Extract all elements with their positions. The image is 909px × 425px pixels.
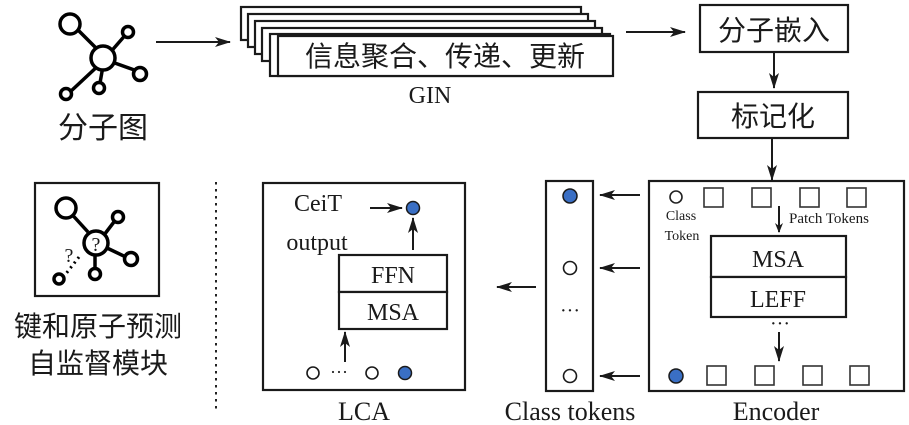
lca-ffn-box xyxy=(337,253,449,294)
masked-molecule-icon xyxy=(52,196,140,286)
encoder-label: Encoder xyxy=(733,397,820,425)
encoder-leff-label: LEFF xyxy=(750,287,806,313)
output-patch-token xyxy=(754,365,775,386)
masked-bond-question-mark: ? xyxy=(65,245,74,267)
output-patch-token xyxy=(802,365,823,386)
patch-token xyxy=(751,187,772,208)
patch-tokens-label: Patch Tokens xyxy=(789,211,869,227)
masked-atom-question-mark: ? xyxy=(92,234,101,256)
class-token-filled xyxy=(562,188,578,204)
class-token-empty xyxy=(562,260,578,276)
lca-output-label-1: CeiT xyxy=(294,191,342,217)
class-tokens-ellipsis: ··· xyxy=(560,300,580,322)
class-tokens-label: Class tokens xyxy=(505,397,636,425)
gin-box-text: 信息聚合、传递、更新 xyxy=(305,40,585,73)
encoder-ellipsis: ··· xyxy=(770,313,790,335)
lca-input-class-token xyxy=(397,365,413,381)
ssl-module-label-line2: 自监督模块 xyxy=(28,347,168,380)
lca-ffn-label: FFN xyxy=(371,263,415,289)
ssl-module-label-line1: 键和原子预测 xyxy=(14,310,182,343)
molecule-graph-label: 分子图 xyxy=(58,111,148,146)
patch-token xyxy=(703,187,724,208)
encoder-msa-box xyxy=(709,234,848,279)
class-tokens-box xyxy=(544,179,595,393)
patch-token xyxy=(799,187,820,208)
gin-label: GIN xyxy=(409,83,452,109)
lca-msa-box xyxy=(337,290,449,331)
output-patch-token xyxy=(849,365,870,386)
mol-embedding-box xyxy=(698,3,850,54)
molecule-graph-icon xyxy=(58,12,149,102)
tokenization-box xyxy=(696,90,850,140)
lca-output-token xyxy=(405,200,421,216)
mol-embedding-label: 分子嵌入 xyxy=(718,14,830,47)
lca-ellipsis: ··· xyxy=(330,362,348,382)
encoder-msa-label: MSA xyxy=(752,247,805,273)
class-token-circle xyxy=(669,190,683,204)
class-token-label-2: Token xyxy=(665,229,700,244)
class-token-empty xyxy=(562,368,578,384)
output-patch-token xyxy=(706,365,727,386)
lca-input-token xyxy=(306,366,320,380)
output-class-token xyxy=(668,368,684,384)
patch-token xyxy=(846,187,867,208)
lca-msa-label: MSA xyxy=(367,300,420,326)
lca-input-token xyxy=(365,366,379,380)
gin-stack xyxy=(239,5,615,78)
encoder-leff-box xyxy=(709,275,848,319)
lca-output-label-2: output xyxy=(286,230,348,256)
lca-label: LCA xyxy=(338,397,390,425)
tokenization-label: 标记化 xyxy=(731,100,815,133)
class-token-label-1: Class xyxy=(666,209,696,224)
